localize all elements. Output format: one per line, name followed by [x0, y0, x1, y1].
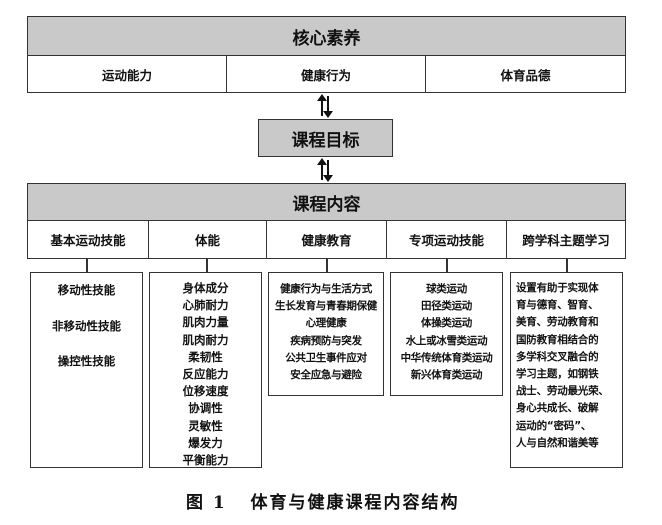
category-special-sports: 专项运动技能	[387, 221, 507, 258]
fitness-box: 身体成分 心肺耐力 肌肉力量 肌肉耐力 柔韧性 反应能力 位移速度 协调性 灵敏…	[149, 272, 262, 468]
list-item: 运动的“密码”、	[516, 419, 592, 432]
course-content-header: 课程内容	[27, 183, 626, 221]
list-item: 育与德育、智育、	[516, 299, 599, 312]
special-sports-box: 球类运动 田径类运动 体操类运动 水上或冰雪类运动 中华传统体育类运动 新兴体育…	[390, 272, 503, 396]
core-literacy-row: 运动能力 健康行为 体育品德	[27, 55, 626, 93]
basic-motor-skills-box: 移动性技能 非移动性技能 操控性技能	[30, 272, 143, 468]
list-item: 生长发育与青春期保健	[275, 300, 377, 313]
list-item: 操控性技能	[57, 354, 116, 368]
list-item: 柔韧性	[188, 349, 223, 364]
list-item: 安全应急与避险	[290, 369, 362, 382]
list-item: 心肺耐力	[182, 298, 229, 313]
list-item: 健康行为与生活方式	[280, 283, 372, 295]
list-item: 身体成分	[182, 281, 229, 295]
core-literacy-title: 核心素养	[292, 28, 361, 49]
category-fitness: 体能	[149, 221, 267, 258]
course-objective-title: 课程目标	[291, 130, 360, 151]
list-item: 肌肉耐力	[182, 332, 229, 347]
core-literacy-header: 核心素养	[27, 16, 626, 56]
list-item: 公共卫生事件应对	[285, 351, 367, 364]
double-arrow-bottom	[317, 158, 333, 182]
list-item: 新兴体育类运动	[410, 369, 483, 382]
list-item: 体操类运动	[421, 317, 472, 330]
list-item: 疾病预防与突发	[290, 334, 362, 347]
list-item: 学习主题，如钢铁	[516, 368, 599, 381]
list-item: 美育、劳动教育和	[516, 316, 599, 329]
list-item: 水上或冰雪类运动	[405, 334, 488, 347]
list-item: 心理健康	[305, 317, 347, 330]
list-item: 设置有助于实现体	[516, 282, 599, 294]
course-content-title: 课程内容	[292, 194, 361, 215]
cell-motor-ability: 运动能力	[28, 56, 227, 92]
list-item: 肌肉力量	[182, 315, 229, 330]
health-education-box: 健康行为与生活方式 生长发育与青春期保健 心理健康 疾病预防与突发 公共卫生事件…	[268, 272, 384, 396]
list-item: 平衡能力	[182, 453, 229, 468]
category-cross-discipline: 跨学科主题学习	[522, 233, 610, 248]
list-item: 人与自然和谐美等	[516, 436, 599, 449]
connector-line	[86, 259, 88, 272]
list-item: 灵敏性	[188, 418, 223, 433]
list-item: 爆发力	[188, 435, 223, 450]
content-category-row: 基本运动技能 体能 健康教育 专项运动技能 跨学科主题学习	[27, 220, 626, 259]
figure-caption: 图 1 体育与健康课程内容结构	[186, 493, 460, 513]
double-arrow-top	[317, 94, 333, 118]
list-item: 战士、劳动最光荣、	[516, 385, 609, 398]
list-item: 移动性技能	[57, 283, 116, 297]
list-item: 国防教育相结合的	[516, 333, 599, 346]
list-item: 身心共成长、破解	[516, 402, 599, 415]
cell-sports-morality: 体育品德	[500, 67, 551, 83]
connector-line	[206, 259, 208, 272]
connector-line	[446, 259, 448, 272]
list-item: 协调性	[188, 401, 223, 416]
list-item: 反应能力	[182, 367, 229, 382]
list-item: 多学科交叉融合的	[516, 350, 599, 363]
list-item: 田径类运动	[421, 300, 472, 313]
category-basic-motor: 基本运动技能	[28, 221, 149, 258]
list-item: 中华传统体育类运动	[400, 351, 493, 364]
list-item: 位移速度	[182, 384, 229, 399]
connector-line	[566, 259, 568, 272]
list-item: 球类运动	[426, 283, 467, 295]
category-health-education: 健康教育	[267, 221, 387, 258]
cross-discipline-box: 设置有助于实现体 育与德育、智育、 美育、劳动教育和 国防教育相结合的 多学科交…	[510, 272, 623, 468]
cell-health-behavior: 健康行为	[227, 56, 426, 92]
list-item: 非移动性技能	[52, 318, 121, 333]
connector-line	[326, 259, 328, 272]
course-objective-box: 课程目标	[258, 119, 393, 157]
